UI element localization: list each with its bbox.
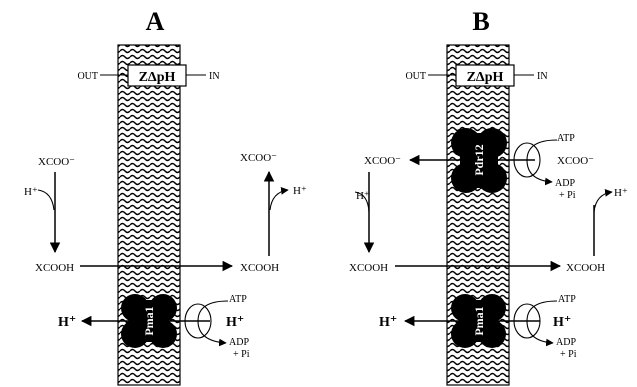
panel-b-pdr12-pi: + Pi (559, 190, 576, 201)
panel-a: A ZΔpH OUT IN XCOO⁻ H⁺ XCOOH XCOOH XCOO⁻… (24, 7, 307, 386)
panel-a-h-left: H⁺ (24, 186, 38, 198)
panel-b-h-out: H⁺ (379, 315, 397, 330)
panel-a-potential-box (127, 64, 187, 87)
panel-a-potential-label: ZΔpH (139, 70, 176, 85)
panel-b-pdr12-label: Pdr12 (472, 144, 486, 175)
panel-a-h-right: H⁺ (293, 185, 307, 197)
panel-a-in-label: IN (209, 71, 220, 82)
panel-a-pi: + Pi (233, 349, 250, 360)
panel-b-pdr12-adp: ADP (555, 178, 575, 189)
panel-b-potential-label: ZΔpH (467, 70, 504, 85)
panel-a-out-label: OUT (77, 71, 98, 82)
panel-a-pma1-label: Pma1 (142, 306, 156, 335)
panel-b-xcooh-right: XCOOH (566, 262, 605, 274)
panel-b-xcooh-left: XCOOH (349, 262, 388, 274)
panel-a-xcooh-left: XCOOH (35, 262, 74, 274)
panel-b: B ZΔpH OUT IN Pdr12 XCOO⁻ XCOO⁻ ATP ADP … (349, 7, 628, 386)
panel-b-pdr12-protein (451, 128, 507, 193)
panel-a-atp-curve (197, 300, 229, 347)
panel-a-atp-loop (184, 303, 212, 339)
panel-b-potential-box (455, 64, 515, 87)
panel-b-pma1-label: Pma1 (472, 306, 486, 335)
panel-a-h-in: H⁺ (226, 315, 244, 330)
panel-b-atp-loop (513, 303, 541, 339)
panel-b-pma1-protein (451, 294, 506, 348)
panel-b-pdr12-atp-curve (526, 139, 558, 186)
panel-a-pma1-protein (121, 294, 177, 348)
panel-a-adp: ADP (229, 337, 249, 348)
panel-a-title: A (146, 7, 165, 36)
panel-a-xcoo-left: XCOO⁻ (38, 156, 75, 168)
panel-b-in-label: IN (537, 71, 548, 82)
panel-b-atp-curve (526, 300, 558, 347)
panel-b-atp: ATP (558, 294, 576, 305)
panel-b-pdr12-atp: ATP (557, 133, 575, 144)
panel-a-left-proton-curve (37, 189, 55, 211)
panel-b-adp: ADP (556, 337, 576, 348)
panel-b-xcoo-in: XCOO⁻ (557, 155, 594, 167)
panel-a-xcooh-right: XCOOH (240, 262, 279, 274)
panel-b-right-proton-curve (593, 189, 613, 213)
panel-b-left-proton-curve (354, 191, 370, 213)
panel-b-h-right: H⁺ (614, 187, 628, 199)
panel-b-h-in: H⁺ (553, 315, 571, 330)
panel-b-title: B (472, 7, 489, 36)
panel-b-out-label: OUT (405, 71, 426, 82)
panel-b-xcoo-out: XCOO⁻ (364, 155, 401, 167)
panel-b-pi: + Pi (560, 349, 577, 360)
panel-a-right-proton-curve (269, 187, 289, 211)
panel-a-atp: ATP (229, 294, 247, 305)
panel-a-xcoo-right: XCOO⁻ (240, 152, 277, 164)
panel-b-pdr12-atp-loop (513, 142, 541, 178)
panel-a-h-out: H⁺ (58, 315, 76, 330)
